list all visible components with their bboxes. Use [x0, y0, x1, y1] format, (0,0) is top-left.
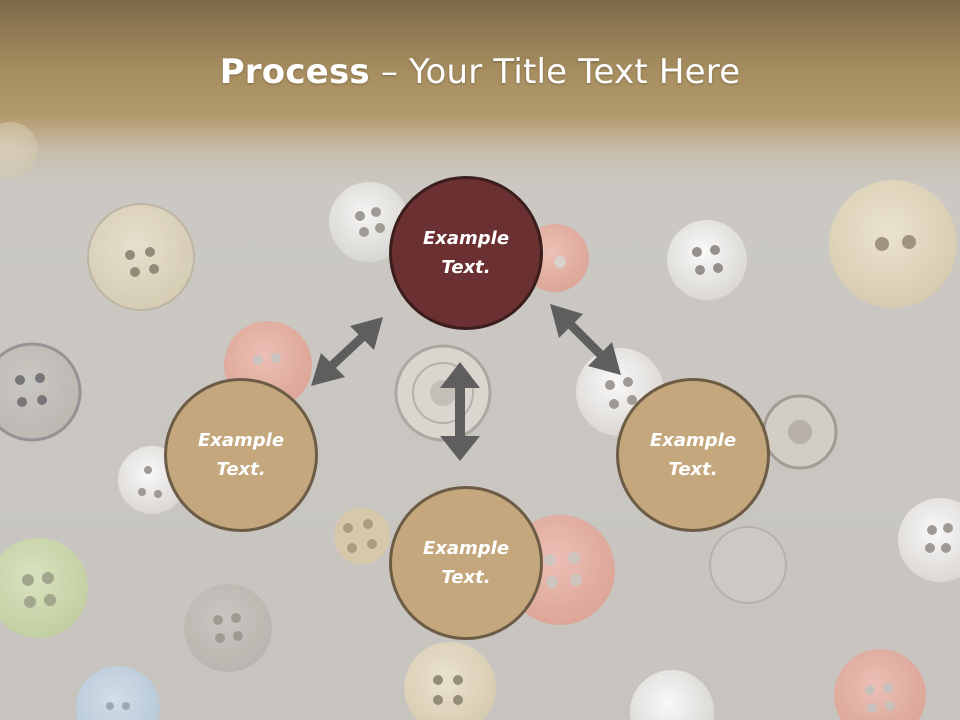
title-rest: – Your Title Text Here [369, 52, 741, 92]
arrow-top-left [311, 317, 383, 386]
node-top-label: Example Text. [422, 228, 510, 278]
node-left-label: Example Text. [197, 430, 285, 480]
node-right: Example Text. [616, 378, 770, 532]
node-right-label: Example Text. [649, 430, 737, 480]
arrow-center-vertical [440, 362, 480, 461]
title-bold: Process [219, 52, 370, 92]
arrow-top-right [550, 304, 621, 375]
node-bottom-label: Example Text. [422, 538, 510, 588]
node-top: Example Text. [389, 176, 543, 330]
slide-title: Process – Your Title Text Here [0, 52, 960, 92]
node-left: Example Text. [164, 378, 318, 532]
node-bottom: Example Text. [389, 486, 543, 640]
